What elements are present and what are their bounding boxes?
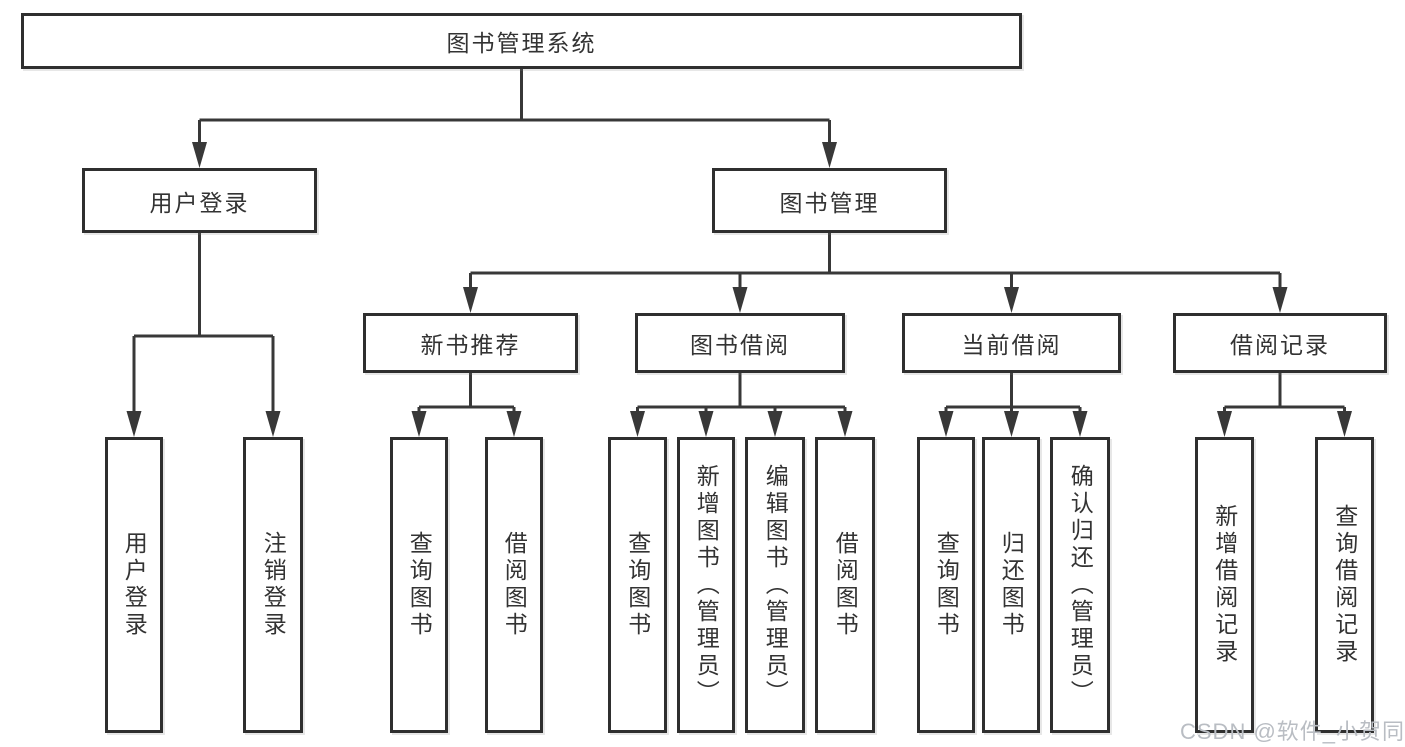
arrowhead [1217,411,1232,437]
arrowhead [1072,411,1088,437]
leaf-borrow-query-books: 查询图书 [608,437,667,733]
arrowhead [265,411,281,437]
csdn-watermark: CSDN @软件_小贺同学 [1180,719,1405,744]
node-book-management: 图书管理 [712,168,947,233]
arrowhead [1004,287,1019,313]
arrowhead [463,287,478,313]
leaf-current-return-books-label: 归还图书 [998,531,1025,639]
leaf-borrow-edit-books-admin: 编辑图书（管理员） [745,437,805,733]
node-user-login: 用户登录 [82,168,317,233]
leaf-records-query-record: 查询借阅记录 [1315,437,1374,733]
leaf-logout-label: 注销登录 [260,531,287,639]
leaf-records-add-record: 新增借阅记录 [1195,437,1254,733]
arrowhead [837,411,853,437]
node-book-borrow-label: 图书借阅 [690,332,790,358]
leaf-recommend-borrow-books: 借阅图书 [485,437,543,733]
node-borrow-records-label: 借阅记录 [1230,332,1330,358]
leaf-current-return-books: 归还图书 [982,437,1040,733]
leaf-borrow-query-books-label: 查询图书 [624,531,651,639]
leaf-recommend-borrow-books-label: 借阅图书 [501,531,528,639]
arrowhead [767,411,783,437]
leaf-logout: 注销登录 [243,437,303,733]
arrowhead [1004,411,1019,437]
arrowhead [411,411,427,437]
connector-new-book-recommend-children [411,373,522,437]
node-user-login-label: 用户登录 [149,189,250,216]
leaf-current-confirm-return-admin-label: 确认归还（管理员） [1067,463,1094,707]
node-root: 图书管理系统 [21,13,1022,69]
node-book-management-label: 图书管理 [779,189,880,216]
leaf-recommend-query-books-label: 查询图书 [406,531,433,639]
connector-borrow-records-children [1217,373,1352,437]
arrowhead [192,142,207,168]
connector-user-login-children [126,233,281,437]
arrowhead [1272,287,1288,313]
node-book-borrow: 图书借阅 [635,313,845,373]
node-new-book-recommend-label: 新书推荐 [420,332,521,358]
connector-book-management-to-level3 [463,233,1288,313]
leaf-borrow-add-books-admin: 新增图书（管理员） [677,437,735,733]
leaf-records-add-record-label: 新增借阅记录 [1211,504,1238,666]
leaf-borrow-borrow-books: 借阅图书 [815,437,875,733]
leaf-user-login-label: 用户登录 [121,531,148,639]
arrowhead [698,411,714,437]
leaf-recommend-query-books: 查询图书 [390,437,448,733]
leaf-borrow-add-books-admin-label: 新增图书（管理员） [693,463,720,707]
leaf-current-query-books: 查询图书 [917,437,975,733]
leaf-current-query-books-label: 查询图书 [933,531,960,639]
leaf-borrow-edit-books-admin-label: 编辑图书（管理员） [762,463,789,707]
node-current-borrow-label: 当前借阅 [961,332,1062,358]
leaf-user-login: 用户登录 [105,437,163,733]
node-borrow-records: 借阅记录 [1173,313,1387,373]
arrowhead [732,287,748,313]
leaf-current-confirm-return-admin: 确认归还（管理员） [1050,437,1110,733]
arrowhead [506,411,522,437]
connector-book-borrow-children [630,373,853,437]
arrowhead [938,411,954,437]
arrowhead [126,411,142,437]
leaf-records-query-record-label: 查询借阅记录 [1331,504,1358,666]
connector-current-borrow-children [938,373,1088,437]
connector-root-to-level2 [192,69,837,168]
node-current-borrow: 当前借阅 [902,313,1121,373]
arrowhead [630,411,645,437]
node-root-label: 图书管理系统 [446,30,597,56]
arrowhead [822,142,837,168]
arrowhead [1337,411,1352,437]
leaf-borrow-borrow-books-label: 借阅图书 [832,531,859,639]
node-new-book-recommend: 新书推荐 [363,313,578,373]
